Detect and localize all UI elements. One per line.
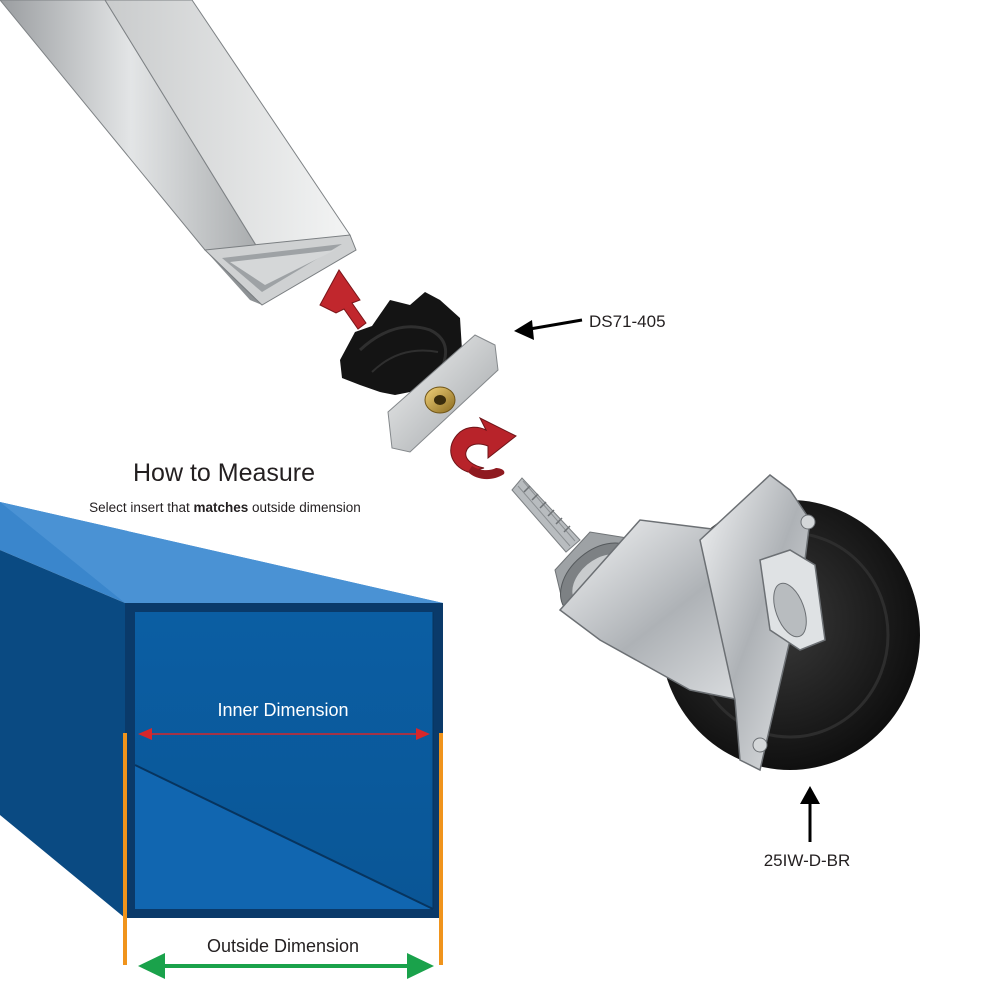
- subtitle-suffix: outside dimension: [248, 500, 361, 515]
- caster-wheel: [511, 474, 920, 772]
- rotate-arrow: [450, 416, 517, 480]
- insert-part-label: DS71-405: [589, 312, 666, 331]
- caster-callout-arrow: [800, 786, 820, 842]
- page-subtitle: Select insert that matches outside dimen…: [89, 500, 361, 515]
- insert-direction-arrow: [319, 269, 367, 330]
- outside-dimension-arrow: [138, 953, 434, 979]
- insert-callout-arrow: [514, 318, 583, 340]
- caster-part-label: 25IW-D-BR: [764, 851, 851, 870]
- subtitle-prefix: Select insert that: [89, 500, 193, 515]
- inner-dimension-arrow: [138, 728, 430, 740]
- inner-dimension-label: Inner Dimension: [217, 700, 348, 720]
- page-title: How to Measure: [133, 459, 315, 487]
- aluminum-tube: [0, 0, 357, 306]
- threaded-insert: [340, 292, 499, 453]
- outside-dimension-label: Outside Dimension: [207, 936, 359, 956]
- subtitle-emphasis: matches: [193, 500, 248, 515]
- measurement-box: [0, 502, 443, 918]
